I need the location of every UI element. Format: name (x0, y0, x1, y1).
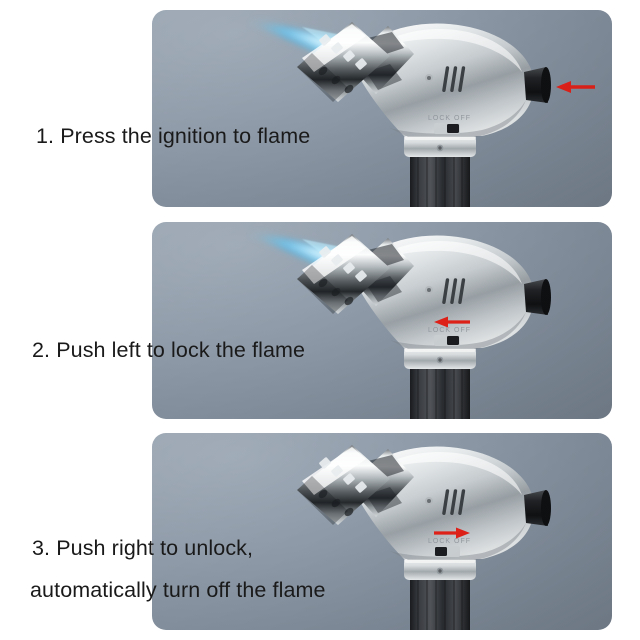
step-3-caption-line-1: 3. Push right to unlock, (32, 536, 254, 560)
torch-illustration-2: LOCK OFF (248, 231, 551, 419)
vent-slots-2 (425, 278, 466, 304)
svg-text:LOCK OFF: LOCK OFF (428, 538, 471, 545)
ignition-knob-1 (524, 67, 551, 103)
ribbed-handle-1 (410, 154, 470, 207)
ribbed-handle-3 (410, 577, 470, 630)
lock-slider-1: LOCK OFF (428, 115, 471, 134)
vent-slots-1 (425, 66, 466, 92)
red-arrow-left-icon-2 (434, 316, 470, 328)
lock-slider-3: LOCK OFF (428, 538, 471, 557)
torch-illustration-3: LOCK OFF (297, 445, 551, 630)
ignition-knob-3 (524, 490, 551, 526)
chrome-collar-3 (404, 558, 476, 580)
step-panel-2: LOCK OFF (152, 222, 612, 419)
step-3-caption-line-2: automatically turn off the flame (30, 578, 326, 602)
step-2-caption: 2. Push left to lock the flame (32, 338, 306, 362)
nozzle-1 (297, 22, 390, 102)
svg-text:LOCK OFF: LOCK OFF (428, 115, 471, 122)
red-arrow-right-icon-3 (434, 527, 470, 539)
svg-text:LOCK OFF: LOCK OFF (428, 327, 471, 334)
ignition-knob-2 (524, 279, 551, 315)
chrome-collar-1 (404, 135, 476, 157)
vent-slots-3 (425, 489, 466, 515)
chrome-collar-2 (404, 347, 476, 369)
ribbed-handle-2 (410, 366, 470, 419)
nozzle-3 (297, 445, 390, 525)
lock-slider-2: LOCK OFF (428, 327, 471, 346)
step-panel-1: LOCK OFF (152, 10, 612, 207)
red-arrow-left-icon-1 (556, 81, 595, 93)
nozzle-2 (297, 234, 390, 314)
step-1-caption: 1. Press the ignition to flame (36, 124, 311, 148)
torch-illustration-1: LOCK OFF (248, 19, 595, 207)
